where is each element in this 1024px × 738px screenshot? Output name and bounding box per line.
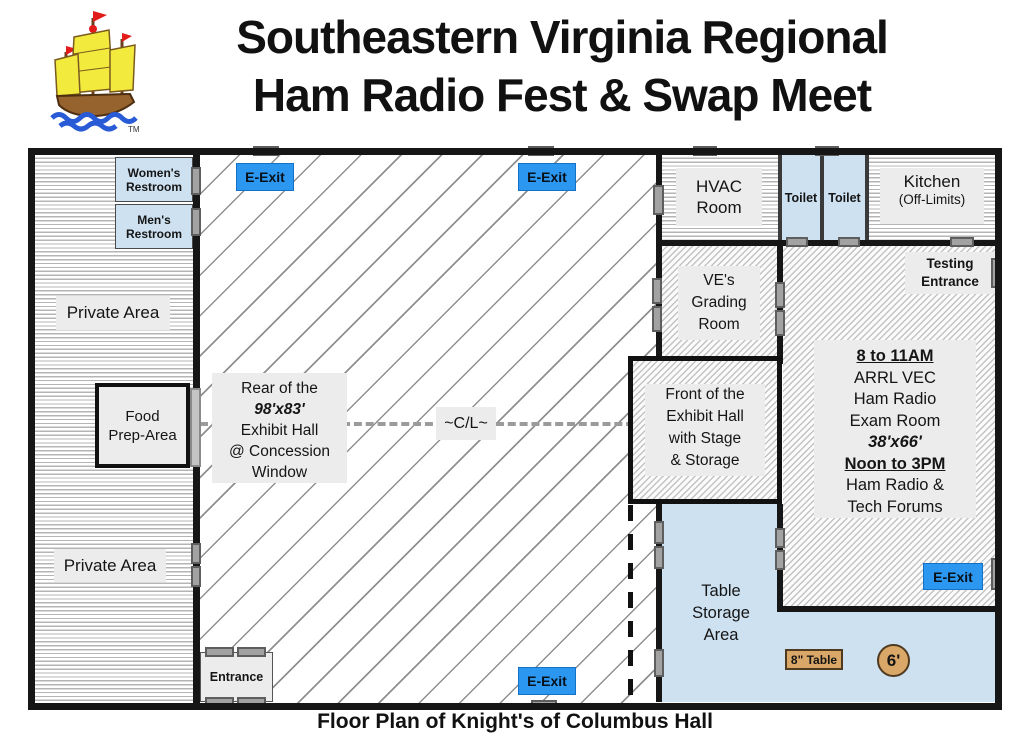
toilet1-left-wall [778, 155, 782, 240]
private-area-upper-label: Private Area [56, 296, 170, 330]
table-storage-label: Table Storage Area [692, 582, 750, 644]
door-marker [205, 697, 234, 707]
door-marker [693, 146, 717, 156]
e-exit-top-center: E-Exit [518, 163, 576, 191]
door-marker [531, 700, 557, 710]
exam-afternoon-time: Noon to 3PM [844, 454, 946, 473]
door-marker [191, 543, 201, 564]
centerline-label: ~C/L~ [436, 407, 496, 440]
toilet-divider-wall [820, 155, 824, 240]
ve-left-wall [656, 246, 662, 364]
six-foot-round-table: 6' [877, 644, 910, 677]
door-marker [838, 237, 860, 247]
door-marker [652, 306, 662, 332]
room-toilet-1: Toilet [782, 155, 820, 240]
front-exhibit-label: Front of the Exhibit Hall with Stage & S… [645, 384, 765, 476]
door-marker [815, 146, 839, 156]
page-title-line1: Southeastern Virginia Regional [236, 11, 889, 63]
door-marker [775, 550, 785, 570]
door-marker [786, 237, 808, 247]
testing-entrance-label: Testing Entrance [905, 252, 995, 294]
hvac-label: HVAC Room [676, 168, 762, 226]
exam-schedule: 8 to 11AM ARRL VEC Ham Radio Exam Room 3… [814, 340, 976, 518]
door-marker [654, 649, 664, 677]
e-exit-bottom-center: E-Exit [518, 667, 576, 695]
womens-restroom-label: Women's Restroom [125, 165, 182, 194]
partition-dashed-line [628, 505, 633, 701]
door-marker [237, 647, 266, 657]
rear-exhibit-hall-label: Rear of the 98'x83' Exhibit Hall @ Conce… [212, 373, 347, 483]
kitchen-label: Kitchen (Off-Limits) [880, 168, 984, 224]
e-exit-exam-room: E-Exit [923, 563, 983, 590]
exam-bottom-wall [780, 606, 1002, 612]
door-marker [191, 208, 201, 236]
mens-restroom-label: Men's Restroom [125, 212, 182, 241]
plan-caption: Floor Plan of Knight's of Columbus Hall [317, 710, 713, 733]
exhibit-hall-dimensions: 98'x83' [254, 401, 305, 418]
door-marker [191, 167, 201, 195]
concession-window-marker [190, 388, 201, 467]
door-marker [950, 237, 974, 247]
ve-room-label: VE's Grading Room [678, 266, 760, 340]
centerline-dashed [200, 422, 646, 426]
door-marker [253, 146, 279, 156]
food-prep-label: Food Prep-Area [108, 407, 177, 444]
table-storage-area-left [662, 504, 780, 702]
room-mens-restroom: Men's Restroom [115, 204, 193, 249]
main-entrance: Entrance [200, 652, 273, 702]
eight-foot-table: 8" Table [785, 649, 843, 670]
kitchen-left-wall [865, 155, 869, 240]
door-marker [775, 528, 785, 548]
kitchen-note: (Off-Limits) [898, 192, 966, 207]
junk-ship-logo: TM [48, 6, 140, 136]
room-food-prep-area: Food Prep-Area [95, 383, 190, 468]
door-marker [653, 185, 664, 215]
door-marker [654, 546, 664, 569]
door-marker [775, 310, 785, 336]
door-marker [237, 697, 266, 707]
door-marker [654, 521, 664, 544]
testing-entrance-door [991, 258, 1002, 288]
door-marker [775, 282, 785, 308]
door-marker [528, 146, 554, 156]
room-womens-restroom: Women's Restroom [115, 157, 193, 202]
room-toilet-2: Toilet [824, 155, 865, 240]
door-marker [652, 278, 662, 304]
svg-text:TM: TM [128, 125, 140, 134]
storage-left-wall [656, 504, 662, 702]
exam-morning-time: 8 to 11AM [856, 347, 934, 365]
door-marker [191, 566, 201, 587]
exam-room-dimensions: 38'x66' [868, 433, 922, 451]
upper-rooms-bottom-wall [656, 240, 1002, 246]
door-marker [205, 647, 234, 657]
door-marker [991, 558, 1002, 590]
page-title-line2: Ham Radio Fest & Swap Meet [252, 69, 872, 121]
private-area-lower-label: Private Area [54, 549, 166, 582]
e-exit-top-left: E-Exit [236, 163, 294, 191]
